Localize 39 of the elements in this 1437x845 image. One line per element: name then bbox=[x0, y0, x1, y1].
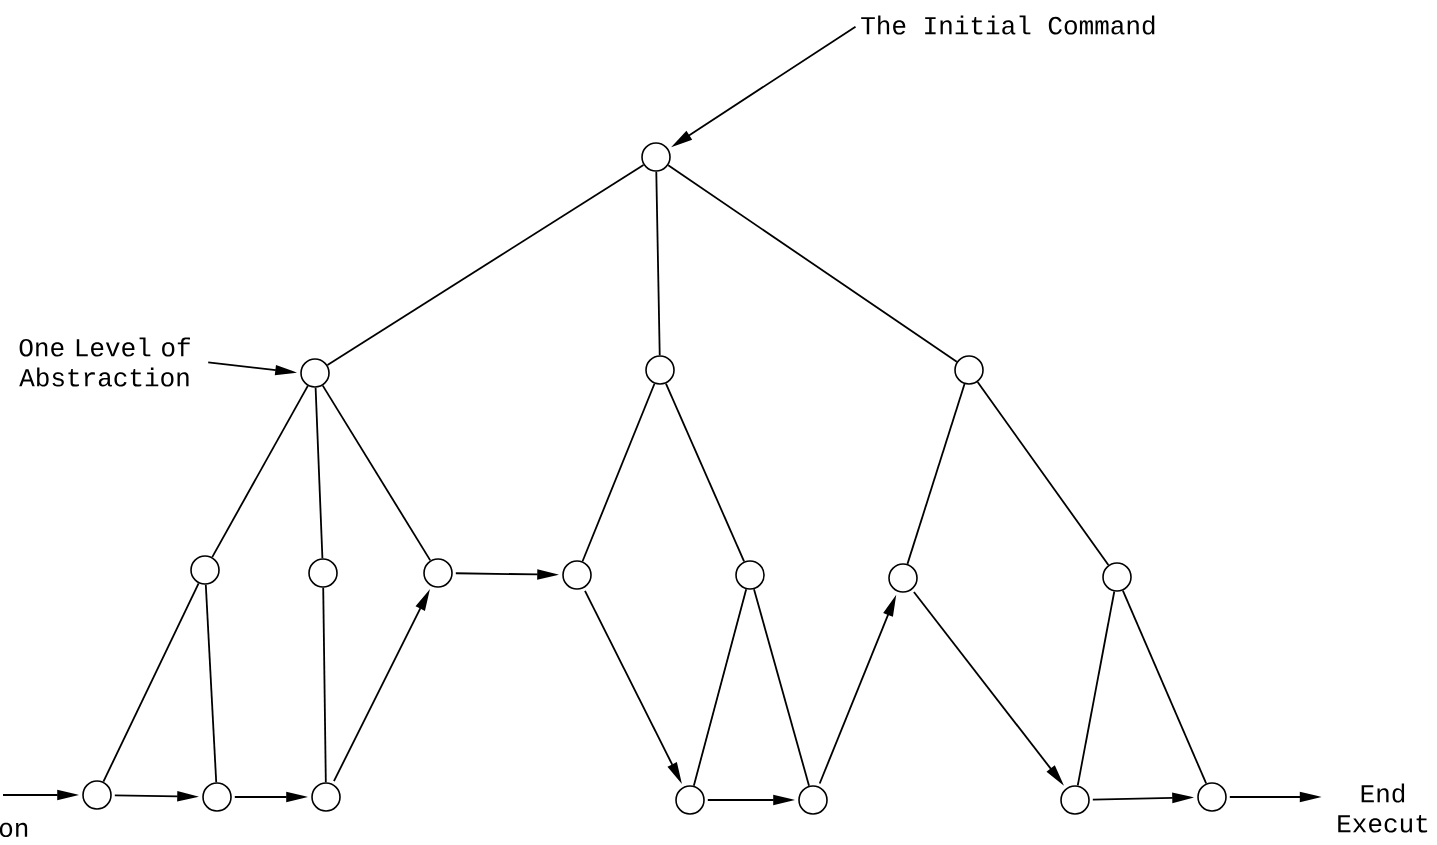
tree-node-circle bbox=[888, 563, 918, 593]
tree-line bbox=[906, 383, 966, 565]
tree-line bbox=[1122, 589, 1208, 785]
tree-node-circle bbox=[735, 560, 765, 590]
tree-line bbox=[211, 385, 309, 558]
node-text: One Level of Abstraction bbox=[19, 337, 190, 387]
node-text: The Initial Command bbox=[861, 15, 1155, 35]
node-text: End Execut bbox=[1338, 783, 1428, 833]
tree-node-circle bbox=[190, 555, 220, 585]
tree-line bbox=[655, 170, 661, 357]
tree-node-circle bbox=[423, 558, 453, 588]
tree-line bbox=[667, 164, 958, 363]
tree-line bbox=[581, 382, 656, 563]
tree-node-circle bbox=[1102, 562, 1132, 592]
tree-line bbox=[321, 384, 432, 562]
tree-node-circle bbox=[202, 782, 232, 812]
tree-node-circle bbox=[308, 558, 338, 588]
tree-line bbox=[665, 382, 745, 563]
partial-label: on bbox=[0, 822, 28, 838]
tree-line bbox=[102, 582, 200, 783]
tree-node-circle bbox=[641, 142, 671, 172]
tree-node-circle bbox=[300, 358, 330, 388]
tree-node-circle bbox=[1197, 782, 1227, 812]
tree-line bbox=[753, 588, 810, 787]
tree-node-circle bbox=[645, 355, 675, 385]
tree-line bbox=[326, 164, 645, 366]
tree-line bbox=[1076, 590, 1116, 787]
tree-line bbox=[314, 386, 324, 560]
tree-line bbox=[204, 583, 218, 784]
tree-node-circle bbox=[311, 782, 341, 812]
tree-node-circle bbox=[798, 785, 828, 815]
tree-node-circle bbox=[675, 785, 705, 815]
tree-node-circle bbox=[562, 560, 592, 590]
tree-node-circle bbox=[1060, 785, 1090, 815]
tree-node-circle bbox=[82, 780, 112, 810]
tree-line bbox=[976, 381, 1110, 566]
tree-line bbox=[322, 586, 327, 784]
tree-node-circle bbox=[954, 355, 984, 385]
tree-line bbox=[692, 588, 748, 787]
